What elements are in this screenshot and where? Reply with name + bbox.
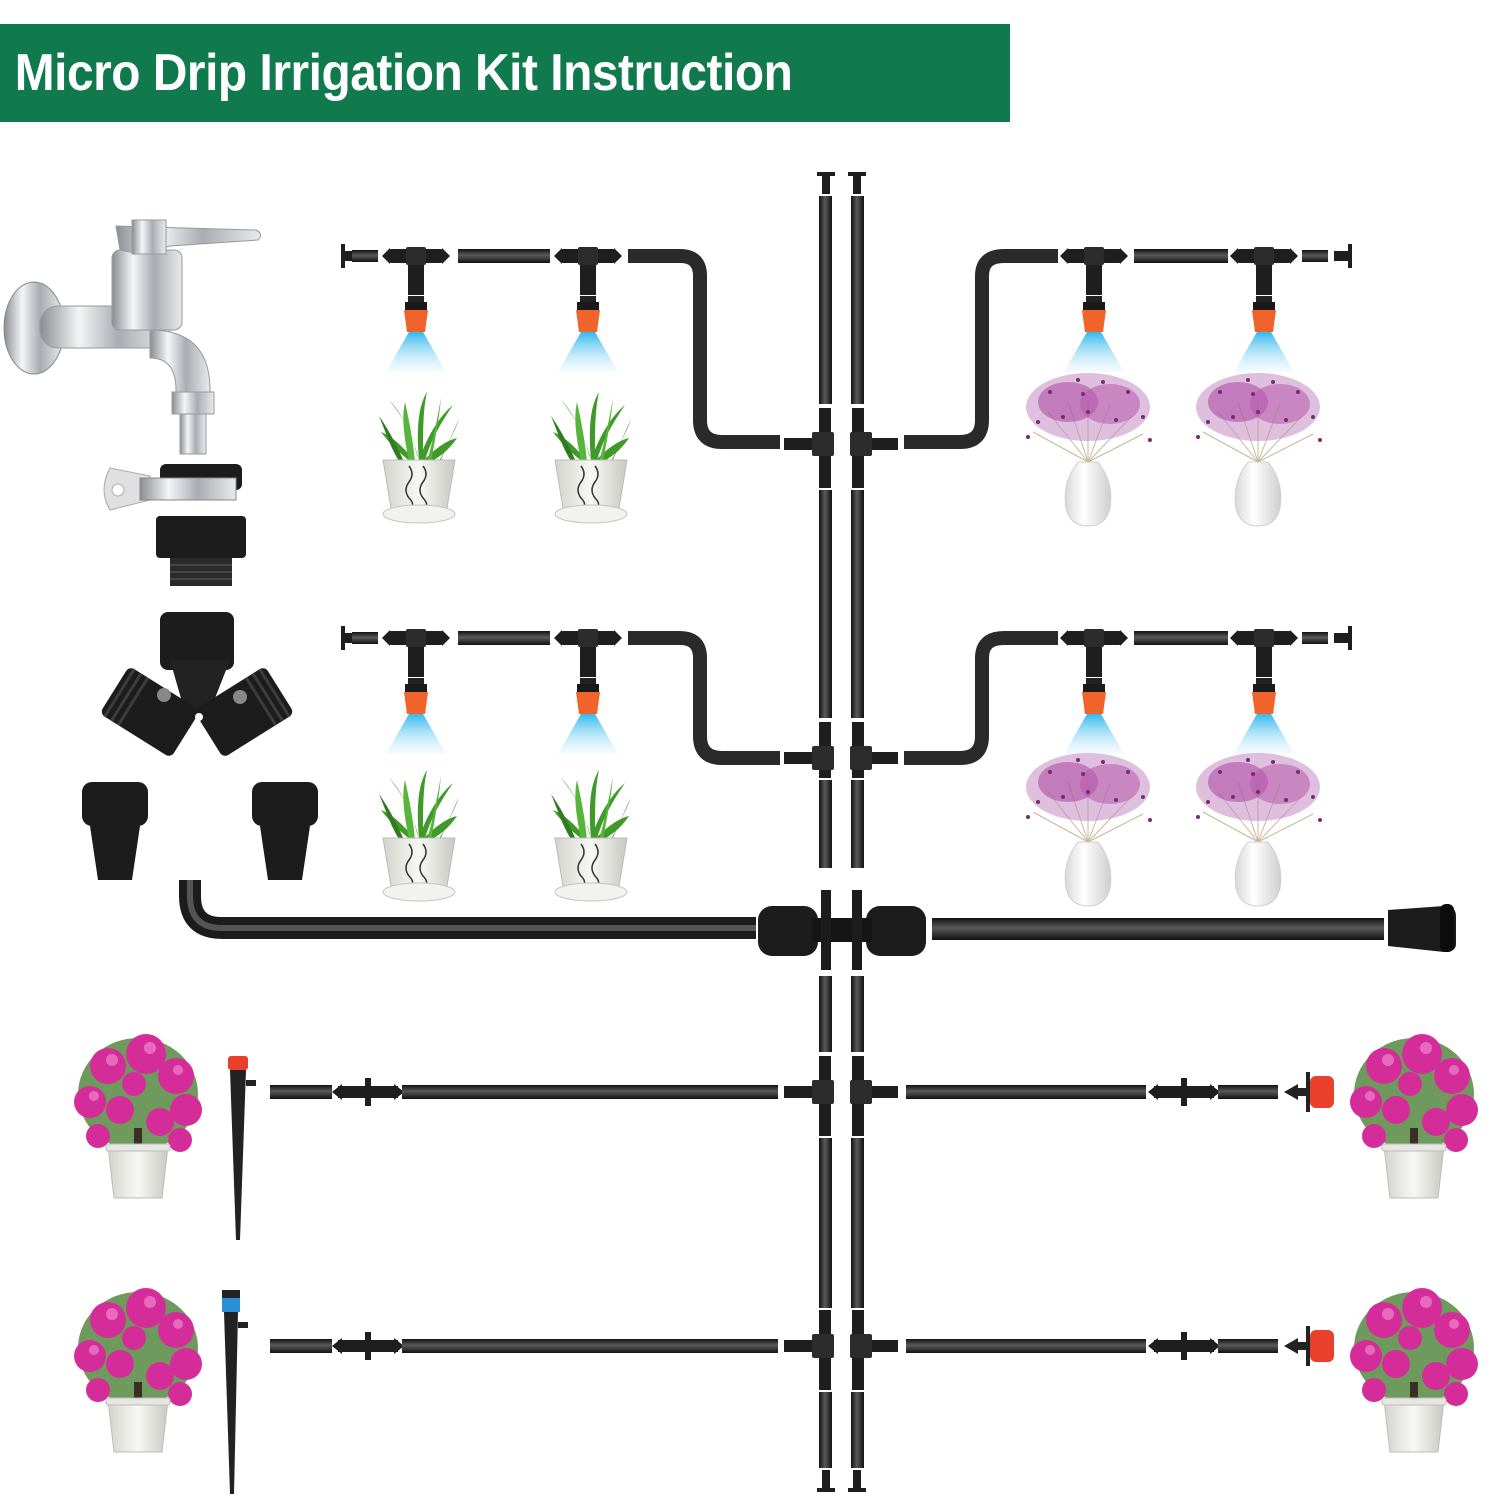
mist-row-mid-left <box>341 626 780 902</box>
bougainvillea-icon <box>73 1287 203 1453</box>
y-splitter-icon <box>101 612 293 756</box>
end-plug-icon <box>817 172 835 194</box>
drip-row-lower-right <box>906 1287 1479 1453</box>
drip-row-upper-right <box>906 1033 1479 1199</box>
end-cap-icon <box>1388 904 1456 952</box>
nozzle-icon <box>558 296 618 372</box>
trunk-tee-row3 <box>784 1056 898 1136</box>
gypsophila-icon <box>1195 752 1323 907</box>
faucet-icon <box>3 219 262 455</box>
drip-row-lower-left <box>73 1287 778 1494</box>
nozzle-icon <box>1064 296 1124 372</box>
hose-adapter-icon <box>103 464 246 586</box>
tee-icon <box>554 629 622 677</box>
tee-icon <box>382 247 450 295</box>
mist-row-top-left <box>341 244 780 524</box>
main-tube <box>179 880 1384 940</box>
tee-icon <box>1060 247 1128 295</box>
trunk-tee-row2 <box>784 722 898 778</box>
tee-icon <box>554 247 622 295</box>
nozzle-icon <box>1064 678 1124 754</box>
tee-icon <box>382 629 450 677</box>
tee-icon <box>1230 629 1298 677</box>
mist-row-top-right <box>904 244 1352 527</box>
bougainvillea-icon <box>1349 1033 1479 1199</box>
tee-icon <box>1060 629 1128 677</box>
nozzle-icon <box>386 296 446 372</box>
nozzle-icon <box>386 678 446 754</box>
coupler-icon <box>332 1078 404 1106</box>
four-way-connector-icon <box>758 890 926 970</box>
bougainvillea-icon <box>1349 1287 1479 1453</box>
succulent-icon <box>550 391 632 524</box>
end-plug-icon <box>817 1470 835 1492</box>
vertical-tube-left <box>819 196 832 1468</box>
drip-row-upper-left <box>73 1033 778 1240</box>
stake-icon <box>228 1056 256 1240</box>
bougainvillea-icon <box>73 1033 203 1199</box>
nozzle-icon <box>1234 678 1294 754</box>
gypsophila-icon <box>1025 372 1153 527</box>
trunk-tee-row4 <box>784 1310 898 1390</box>
quick-connector-icon <box>82 782 148 880</box>
center-trunk <box>784 172 898 1492</box>
nozzle-icon <box>1234 296 1294 372</box>
dripper-icon <box>1284 1326 1334 1366</box>
page-title: Micro Drip Irrigation Kit Instruction <box>14 44 793 102</box>
title-banner: Micro Drip Irrigation Kit Instruction <box>0 24 1010 122</box>
vertical-tube-right <box>851 196 864 1468</box>
coupler-icon <box>1148 1078 1220 1106</box>
succulent-icon <box>378 769 460 902</box>
coupler-icon <box>1148 1332 1220 1360</box>
gypsophila-icon <box>1025 752 1153 907</box>
tee-icon <box>1230 247 1298 295</box>
end-plug-icon <box>848 172 866 194</box>
dripper-icon <box>1284 1072 1334 1112</box>
quick-connector-icon <box>252 782 318 880</box>
gypsophila-icon <box>1195 372 1323 527</box>
succulent-icon <box>378 391 460 524</box>
stake-icon <box>222 1290 248 1494</box>
coupler-icon <box>332 1332 404 1360</box>
succulent-icon <box>550 769 632 902</box>
end-plug-icon <box>848 1470 866 1492</box>
mist-row-mid-right <box>904 626 1352 907</box>
trunk-tee-row1 <box>784 408 898 488</box>
nozzle-icon <box>558 678 618 754</box>
